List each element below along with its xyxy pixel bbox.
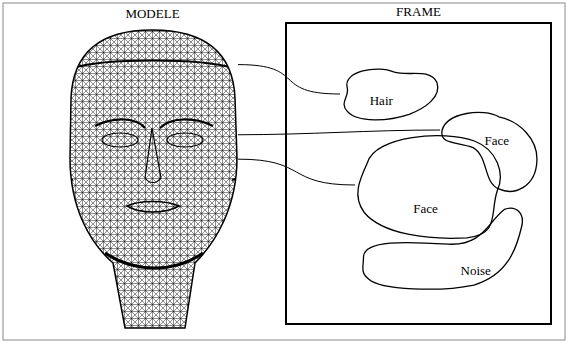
region-label: Face (413, 201, 438, 216)
leader-line (238, 130, 440, 135)
region-label: Noise (461, 263, 491, 278)
head-figure: MODELE (65, 28, 240, 333)
frame-box: FRAMEHairFaceFaceNoise (285, 22, 552, 325)
blob-outline (437, 108, 540, 196)
heading-label: MODELE (125, 6, 179, 21)
figure-border (3, 3, 565, 340)
wireframe-head (65, 28, 240, 333)
region-blob: Noise (355, 205, 525, 292)
region-blob: Face (437, 108, 540, 196)
region-blob: Face (352, 130, 505, 240)
region-blob: Hair (337, 65, 440, 123)
heading-label: FRAME (396, 4, 441, 19)
blob-outline (355, 205, 525, 292)
region-label: Hair (370, 92, 393, 107)
region-label: Face (484, 132, 509, 147)
leader-line (238, 65, 340, 94)
leader-line (238, 159, 355, 185)
blob-outline (352, 130, 505, 240)
